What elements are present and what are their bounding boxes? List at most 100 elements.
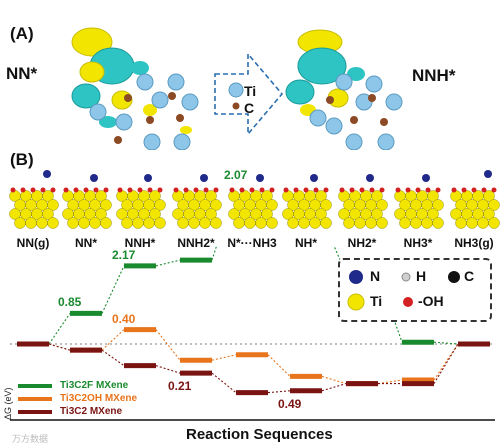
structure-thumbnail <box>62 174 112 229</box>
legend-n-label: N <box>370 268 381 284</box>
ti-atom <box>371 190 383 202</box>
ti-atom <box>427 208 439 220</box>
ti-atom <box>371 208 383 220</box>
oh-group <box>183 187 189 193</box>
oh-group <box>137 187 143 193</box>
ti-atom <box>255 217 267 229</box>
ti-atom <box>261 208 273 220</box>
ti-atom <box>149 208 161 220</box>
ti-atom <box>477 217 489 229</box>
oh-group <box>323 187 329 193</box>
ti-atom <box>432 217 444 229</box>
energy-connector <box>155 259 181 267</box>
panel-b-label: (B) <box>10 150 34 169</box>
oh-group <box>40 187 46 193</box>
ti-atom <box>100 199 112 211</box>
arrow-c-label: C <box>244 100 255 116</box>
oh-group <box>20 187 26 193</box>
ti-atom <box>205 190 217 202</box>
oh-group <box>249 187 255 193</box>
element-legend: N H C Ti -OH <box>338 258 492 322</box>
barrier-value-label: 0.21 <box>168 379 192 394</box>
ti-atom <box>287 217 299 229</box>
oh-group <box>93 187 99 193</box>
ti-atom <box>320 199 332 211</box>
oh-group <box>303 187 309 193</box>
ti-atom <box>309 217 321 229</box>
oh-group <box>269 187 275 193</box>
oh-group <box>451 187 457 193</box>
oh-group <box>395 187 401 193</box>
energy-connector <box>48 343 71 351</box>
oh-group <box>203 187 209 193</box>
ti-atom <box>89 217 101 229</box>
legend-c-label: C <box>464 268 475 284</box>
legend-oh-label: -OH <box>418 293 444 309</box>
energy-connector <box>211 372 237 394</box>
oh-group <box>50 187 56 193</box>
ti-atom <box>121 217 133 229</box>
nnh-charge-density <box>285 29 365 116</box>
barrier-value-label: 0.49 <box>278 396 302 411</box>
ti-atom <box>78 217 90 229</box>
oh-group <box>471 187 477 193</box>
oh-group <box>173 187 179 193</box>
energy-connector <box>101 329 125 351</box>
ti-atom <box>410 217 422 229</box>
nnh-atoms <box>309 73 403 150</box>
ti-atom <box>36 217 48 229</box>
n-adsorbate <box>256 174 264 182</box>
energy-connector <box>155 329 181 361</box>
ti-atom <box>432 199 444 211</box>
oh-group <box>405 187 411 193</box>
ti-atom <box>488 217 500 229</box>
step-label: NH3(g) <box>454 236 494 250</box>
ti-atom <box>47 217 59 229</box>
n-adsorbate <box>310 174 318 182</box>
ti-atom <box>343 217 355 229</box>
oh-group <box>30 187 36 193</box>
oh-group <box>359 187 365 193</box>
oh-group <box>461 187 467 193</box>
ti-atom <box>244 217 256 229</box>
step-label: NN(g) <box>16 236 50 250</box>
x-axis-label: Reaction Sequences <box>186 426 333 443</box>
ti-atom <box>320 217 332 229</box>
n-adsorbate <box>200 174 208 182</box>
ti-atom <box>261 190 273 202</box>
ti-atom <box>365 217 377 229</box>
barrier-value-label: 0.40 <box>112 311 136 326</box>
structure-thumbnail <box>450 170 500 229</box>
step-label: NNH* <box>124 236 156 250</box>
oh-group <box>491 187 497 193</box>
structure-thumbnail <box>9 170 59 229</box>
barrier-value-label: 2.17 <box>112 247 136 262</box>
n-atom-marker <box>349 270 363 284</box>
ti-atom <box>154 217 166 229</box>
step-label: N*···NH3 <box>227 236 277 250</box>
legend-series-ti3c2oh: Ti3C2OH MXene <box>60 393 138 404</box>
ti-atom <box>266 199 278 211</box>
energy-connector <box>48 343 71 351</box>
energy-connector <box>433 341 459 345</box>
oh-group <box>293 187 299 193</box>
legend-series-ti3c2: Ti3C2 MXene <box>60 406 123 417</box>
ti-atom <box>25 217 37 229</box>
structure-thumbnail <box>338 174 388 229</box>
energy-connector <box>211 246 218 261</box>
nn-state-label: NN* <box>6 64 38 83</box>
ti-atom <box>298 217 310 229</box>
ti-atom <box>399 217 411 229</box>
ti-atom <box>466 217 478 229</box>
energy-connector <box>101 265 125 314</box>
barrier-value-label: 0.85 <box>58 295 82 310</box>
c-atom-marker <box>448 271 460 283</box>
step-label: NH2* <box>347 236 377 250</box>
structure-thumbnail <box>116 174 166 229</box>
n-adsorbate <box>422 174 430 182</box>
ti-atom <box>210 217 222 229</box>
ti-atom <box>210 199 222 211</box>
oh-group <box>283 187 289 193</box>
ti-atom <box>205 208 217 220</box>
